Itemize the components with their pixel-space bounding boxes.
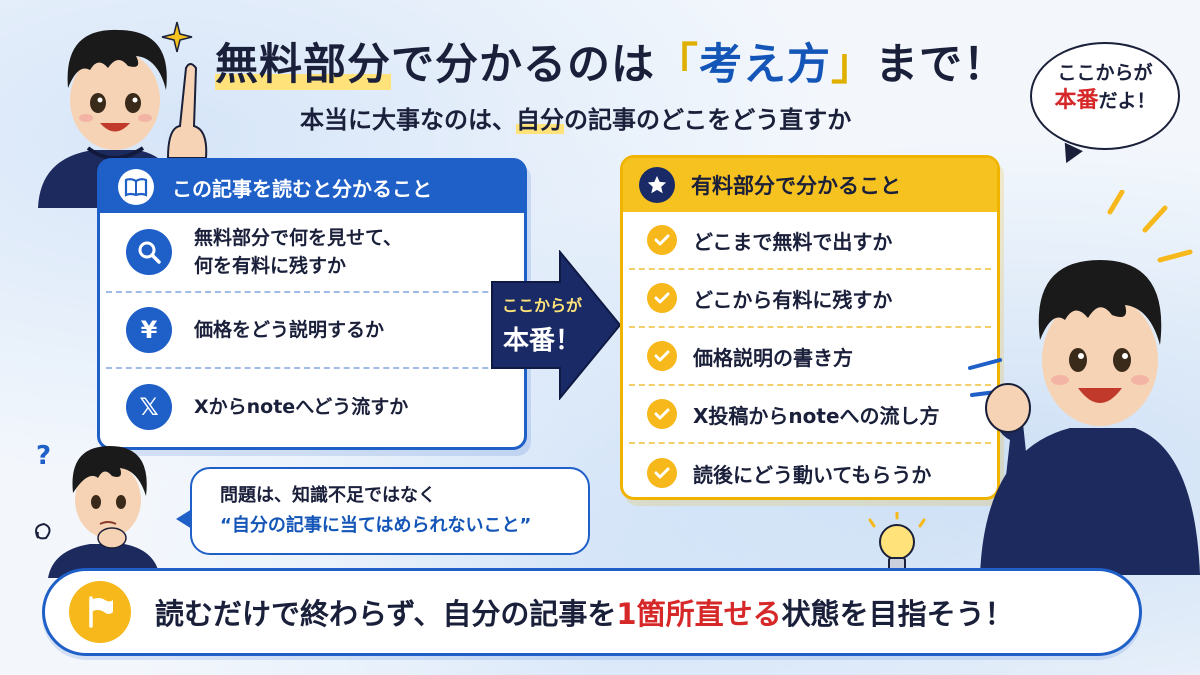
paid-card-title: 有料部分で分かること [691,174,901,198]
paid-card: 有料部分で分かること どこまで無料で出すか どこから有料に残すか 価格説明の書き… [620,155,1000,500]
flag-icon [69,581,131,643]
list-item: X投稿からnoteへの流し方 [629,386,991,444]
check-icon [647,399,677,429]
check-icon [647,225,677,255]
speech-bubble-top: ここからが 本番だよ！ [1030,42,1180,150]
arrow-label: ここからが 本番！ [488,292,596,357]
problem-line2: “自分の記事に当てはめられないこと” [220,515,532,536]
learn-card-header: この記事を読むと分かること [100,161,524,213]
transition-arrow: ここからが 本番！ [488,249,623,401]
list-item-text: 価格説明の書き方 [693,345,853,370]
list-item: どこまで無料で出すか [629,212,991,270]
subtitle: 本当に大事なのは、自分の記事のどこをどう直すか [300,100,1000,135]
check-icon [647,283,677,313]
banner-emph: 1箇所直せる [616,597,782,631]
list-item-line: 何を有料に残すか [194,255,347,277]
subtitle-rest: の記事のどこをどう直すか [564,106,852,134]
list-item-text: どこから有料に残すか [693,287,893,312]
list-item: どこから有料に残すか [629,270,991,328]
title-free-part: 無料部分 [215,40,391,90]
banner-lead: 読むだけで終わらず、自分の記事を [155,597,617,631]
list-item: 無料部分で何を見せて、 何を有料に残すか [106,213,518,293]
banner-rest: 状態を目指そう！ [781,597,1014,631]
search-icon [126,229,172,275]
bottom-banner: 読むだけで終わらず、自分の記事を1箇所直せる状態を目指そう！ [42,568,1142,656]
title-bracket-close: 」 [831,40,875,90]
main-title: 無料部分で分かるのは「考え方」まで！ [215,30,1015,100]
title-end: まで！ [875,40,1007,90]
list-item: 読後にどう動いてもらうか [629,444,991,502]
list-item-line: 無料部分で何を見せて、 [194,227,403,249]
lightbulb-icon [868,512,926,571]
x-logo-icon: 𝕏 [126,384,172,430]
arrow-label-line1: ここからが [501,296,582,315]
list-item-text: X投稿からnoteへの流し方 [693,403,940,428]
arrow-shape [491,249,622,401]
subtitle-highlight: 自分 [516,106,564,134]
list-item: 𝕏 Xからnoteへどう流すか [106,369,518,445]
svg-text:?: ? [36,441,51,471]
arrow-label-line2: 本番！ [502,326,581,356]
bubble-emph: 本番 [1054,88,1099,113]
list-item-text: どこまで無料で出すか [693,229,893,254]
title-bracket-open: 「 [655,40,699,90]
list-item-text: 読後にどう動いてもらうか [693,462,932,487]
title-text: で分かるのは [391,40,655,90]
banner-text: 読むだけで終わらず、自分の記事を1箇所直せる状態を目指そう！ [155,591,1014,633]
subtitle-lead: 本当に大事なのは、 [300,106,516,134]
bubble-line: ここからが [1057,62,1153,84]
problem-bubble: 問題は、知識不足ではなく “自分の記事に当てはめられないこと” [176,467,590,555]
bubble-rest: だよ！ [1098,90,1156,112]
list-item: ¥ 価格をどう説明するか [106,293,518,369]
paid-card-header: 有料部分で分かること [623,158,997,212]
sparkle-icon [161,21,193,53]
check-icon [647,341,677,371]
learn-card-title: この記事を読むと分かること [172,176,432,201]
learn-card: この記事を読むと分かること 無料部分で何を見せて、 何を有料に残すか ¥ 価格を… [97,158,527,450]
list-item-text: 無料部分で何を見せて、 何を有料に残すか [194,224,402,280]
boy-cheering-illustration [968,190,1200,575]
list-item-text: 価格をどう説明するか [194,319,385,341]
yen-icon: ¥ [126,307,172,353]
list-item: 価格説明の書き方 [629,328,991,386]
book-icon [118,169,154,205]
list-item-text: Xからnoteへどう流すか [194,396,409,418]
problem-line1: 問題は、知識不足ではなく [220,485,436,506]
title-keyword: 考え方 [699,40,831,90]
boy-thinking-illustration: ? [35,441,160,578]
star-icon [639,167,675,203]
check-icon [647,458,677,488]
